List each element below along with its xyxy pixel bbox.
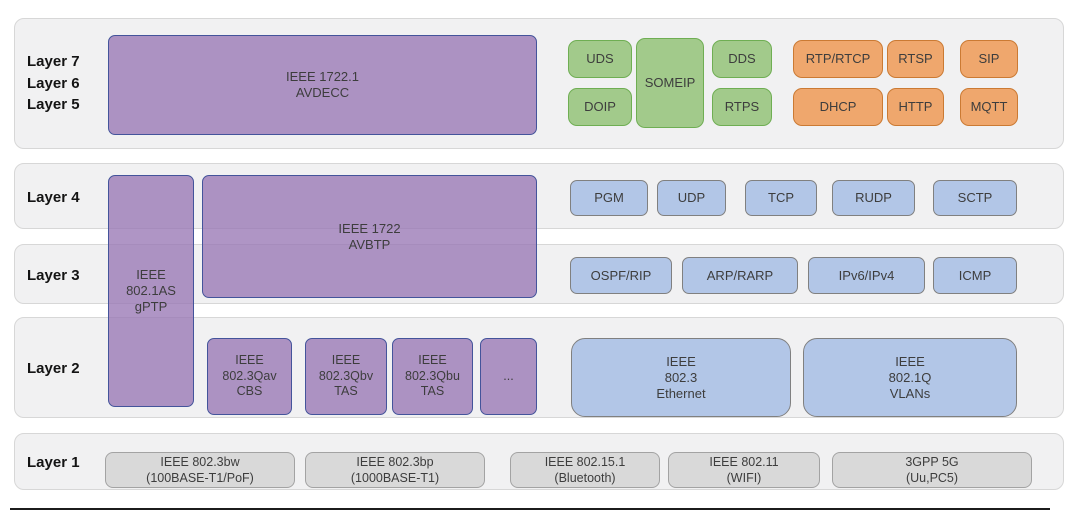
box-line: 802.3Qbu bbox=[405, 368, 460, 383]
box-ieee-802-3qbv-tas: IEEE 802.3Qbv TAS bbox=[305, 338, 387, 415]
box-ipv6-ipv4: IPv6/IPv4 bbox=[808, 257, 925, 294]
box-line: 802.3Qav bbox=[222, 368, 277, 383]
box-line: TAS bbox=[420, 384, 445, 399]
box-line: 3GPP 5G bbox=[905, 455, 959, 469]
box-dhcp: DHCP bbox=[793, 88, 883, 126]
box-line: IEEE 1722.1 bbox=[286, 69, 359, 84]
box-line: IEEE bbox=[235, 353, 264, 368]
box-icmp: ICMP bbox=[933, 257, 1017, 294]
layer-label-6: Layer 6 bbox=[27, 74, 80, 92]
box-sctp: SCTP bbox=[933, 180, 1017, 216]
box-rtps: RTPS bbox=[712, 88, 772, 126]
box-pgm: PGM bbox=[570, 180, 648, 216]
box-line: IEEE bbox=[136, 267, 166, 282]
box-ellipsis: ... bbox=[480, 338, 537, 415]
box-ieee-802-3qbu-tas: IEEE 802.3Qbu TAS bbox=[392, 338, 473, 415]
box-rtsp: RTSP bbox=[887, 40, 944, 78]
box-http: HTTP bbox=[887, 88, 944, 126]
layer-label-5: Layer 5 bbox=[27, 96, 80, 113]
box-ieee-802-3bp: IEEE 802.3bp (1000BASE-T1) bbox=[305, 452, 485, 488]
box-mqtt: MQTT bbox=[960, 88, 1018, 126]
bottom-rule bbox=[10, 508, 1050, 510]
box-line: IEEE 802.15.1 bbox=[544, 455, 626, 469]
box-line: 802.3 bbox=[664, 369, 698, 385]
box-ieee-802-1q-vlans: IEEE 802.1Q VLANs bbox=[803, 338, 1017, 417]
box-line: 802.3Qbv bbox=[318, 368, 374, 383]
box-line: gPTP bbox=[134, 299, 168, 314]
box-line: (100BASE-T1/PoF) bbox=[146, 471, 254, 485]
box-line: TAS bbox=[334, 384, 358, 399]
box-line: IEEE bbox=[895, 353, 925, 369]
box-someip: SOMEIP bbox=[636, 38, 704, 128]
box-ieee-1722-avbtp: IEEE 1722 AVBTP bbox=[202, 175, 537, 298]
box-ieee-802-15-1: IEEE 802.15.1 (Bluetooth) bbox=[510, 452, 660, 488]
box-uds: UDS bbox=[568, 40, 632, 78]
box-rudp: RUDP bbox=[832, 180, 915, 216]
box-ieee-802-11: IEEE 802.11 (WIFI) bbox=[668, 452, 820, 488]
box-line: VLANs bbox=[889, 385, 931, 401]
box-dds: DDS bbox=[712, 40, 772, 78]
box-line: IEEE 802.3bp bbox=[356, 455, 434, 469]
box-udp: UDP bbox=[657, 180, 726, 216]
box-line: IEEE 1722 bbox=[338, 220, 401, 236]
box-ieee-802-3qav-cbs: IEEE 802.3Qav CBS bbox=[207, 338, 292, 415]
box-line: IEEE bbox=[418, 353, 447, 368]
box-ieee-802-3-ethernet: IEEE 802.3 Ethernet bbox=[571, 338, 791, 417]
box-tcp: TCP bbox=[745, 180, 817, 216]
box-doip: DOIP bbox=[568, 88, 632, 126]
box-line: 802.1AS bbox=[126, 283, 176, 298]
box-line: (1000BASE-T1) bbox=[350, 471, 440, 485]
box-ospf-rip: OSPF/RIP bbox=[570, 257, 672, 294]
box-3gpp-5g: 3GPP 5G (Uu,PC5) bbox=[832, 452, 1032, 488]
box-ieee-802-1as-gptp: IEEE 802.1AS gPTP bbox=[108, 175, 194, 407]
box-ieee-802-3bw: IEEE 802.3bw (100BASE-T1/PoF) bbox=[105, 452, 295, 488]
box-line: (Uu,PC5) bbox=[905, 471, 959, 485]
box-line: CBS bbox=[236, 384, 263, 399]
layer-label-7-6-5: Layer 7 Layer 6 Layer 5 bbox=[27, 51, 80, 116]
box-rtp-rtcp: RTP/RTCP bbox=[793, 40, 883, 78]
box-line: IEEE 802.3bw bbox=[160, 455, 240, 469]
box-ieee-1722-1-avdecc: IEEE 1722.1 AVDECC bbox=[108, 35, 537, 135]
box-line: Ethernet bbox=[656, 385, 706, 401]
box-line: IEEE 802.11 bbox=[709, 455, 779, 469]
layer-label-7: Layer 7 bbox=[27, 53, 80, 70]
box-line: IEEE bbox=[331, 353, 361, 368]
box-line: AVBTP bbox=[348, 236, 391, 252]
box-arp-rarp: ARP/RARP bbox=[682, 257, 798, 294]
box-sip: SIP bbox=[960, 40, 1018, 78]
layer-label-3: Layer 3 bbox=[27, 267, 80, 284]
layer-label-2: Layer 2 bbox=[27, 360, 80, 377]
layer-label-1: Layer 1 bbox=[27, 454, 80, 471]
box-line: IEEE bbox=[666, 353, 696, 369]
box-line: (Bluetooth) bbox=[554, 471, 616, 485]
box-line: AVDECC bbox=[295, 85, 350, 100]
box-line: (WIFI) bbox=[726, 471, 762, 485]
box-line: 802.1Q bbox=[888, 369, 932, 385]
layer-label-4: Layer 4 bbox=[27, 189, 80, 206]
